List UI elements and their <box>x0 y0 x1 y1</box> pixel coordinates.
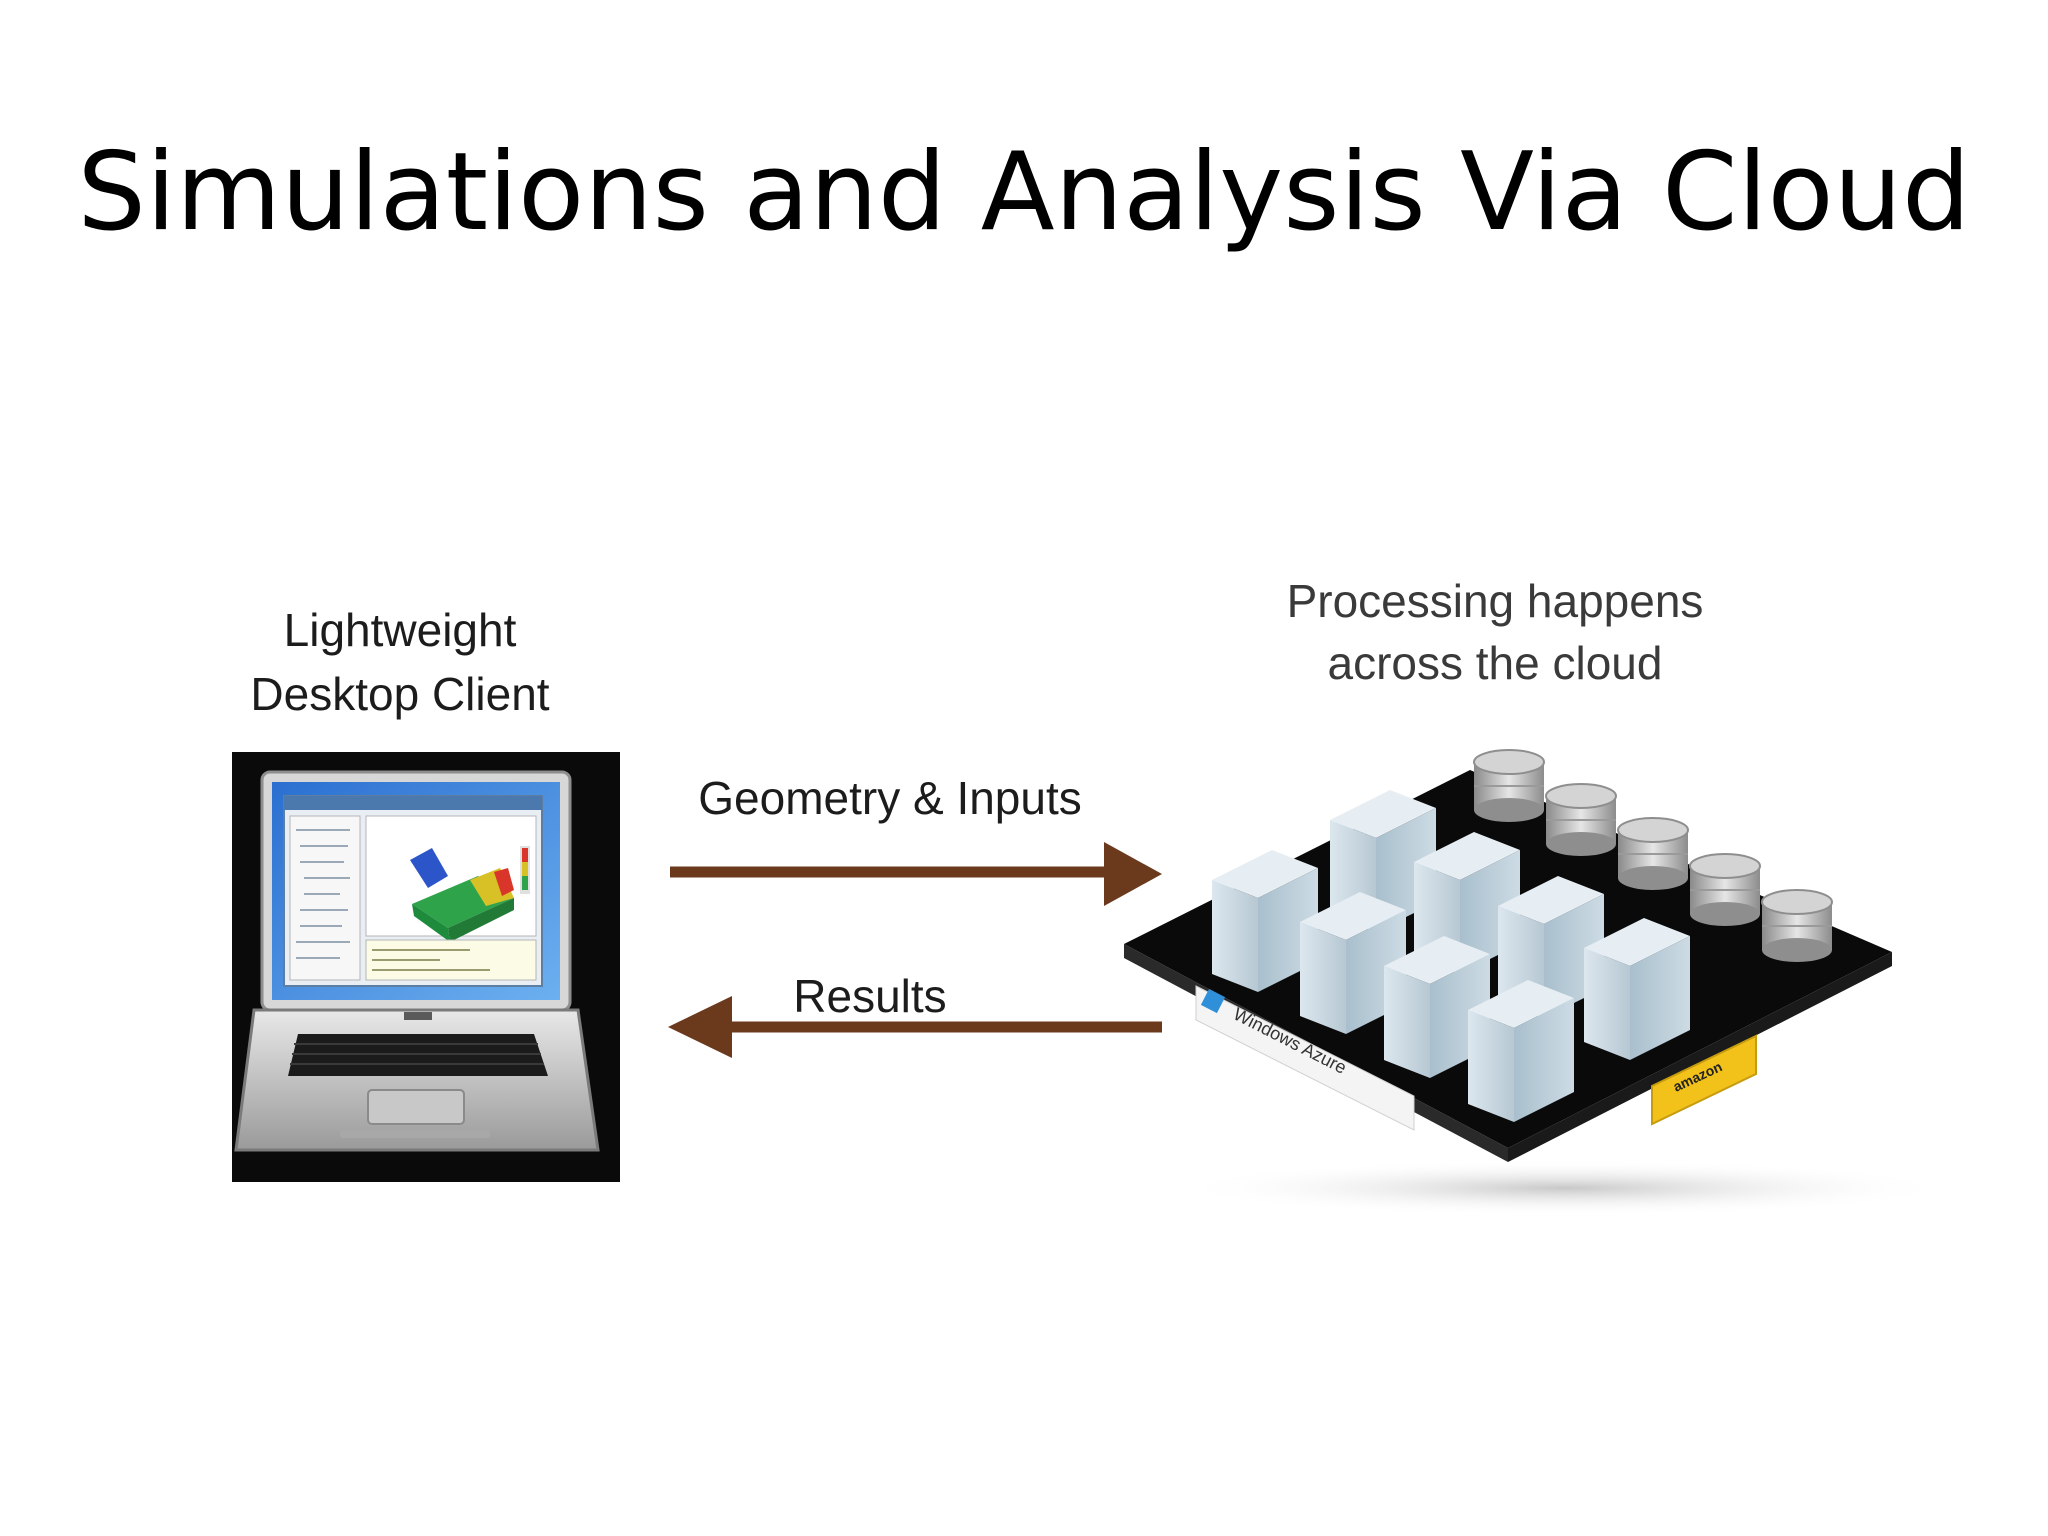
server-building-3 <box>1212 850 1318 992</box>
geometry-inputs-label: Geometry & Inputs <box>698 772 1082 824</box>
laptop-brand-badge <box>404 1012 432 1020</box>
arrow-forward-head <box>1104 842 1162 906</box>
cloud-platform-image: Windows Azure amazon <box>1124 749 1954 1216</box>
screen-app-titlebar <box>284 796 542 810</box>
storage-disk-4 <box>1689 853 1761 926</box>
slide-title: Simulations and Analysis Via Cloud <box>77 130 1971 255</box>
server-building-5 <box>1300 892 1406 1034</box>
screen-output-lines <box>372 949 490 971</box>
platform-shadow <box>1174 1160 1954 1216</box>
cloud-caption: Processing happens across the cloud <box>1205 570 1785 694</box>
results-label: Results <box>793 970 947 1022</box>
cloud-caption-line2: across the cloud <box>1327 637 1663 689</box>
client-caption-line1: Lightweight <box>283 604 517 656</box>
server-building-8 <box>1468 980 1574 1122</box>
server-building-6 <box>1584 918 1690 1060</box>
storage-disk-2 <box>1545 783 1617 856</box>
screen-tree-panel <box>289 815 361 981</box>
storage-disk-1 <box>1473 749 1545 822</box>
simulation-plot-icon <box>410 846 530 942</box>
cloud-caption-line1: Processing happens <box>1286 575 1704 627</box>
client-caption-line2: Desktop Client <box>250 668 550 720</box>
arrow-back-head <box>668 996 732 1058</box>
screen-tree-lines <box>296 829 350 959</box>
storage-disk-5 <box>1761 889 1833 962</box>
arrow-geometry-inputs <box>670 842 1162 906</box>
laptop-front-edge <box>340 1130 490 1138</box>
platform-edge-right <box>1508 952 1892 1162</box>
laptop-base <box>234 1008 600 1152</box>
laptop-image <box>232 752 620 1182</box>
laptop-keyboard-rows <box>290 1043 544 1065</box>
laptop-touchpad <box>367 1089 465 1125</box>
storage-disk-3 <box>1617 817 1689 890</box>
client-caption: Lightweight Desktop Client <box>200 588 600 736</box>
arrow-results <box>668 996 1162 1058</box>
